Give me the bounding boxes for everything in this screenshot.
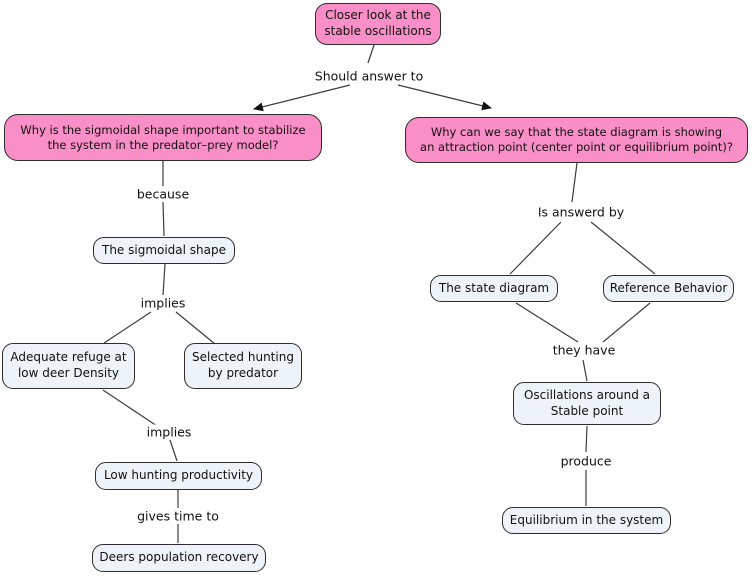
node-reference-behavior[interactable]: Reference Behavior [603, 275, 734, 302]
node-sigmoidal-shape[interactable]: The sigmoidal shape [93, 237, 235, 264]
node-closer-look[interactable]: Closer look at the stable oscillations [315, 3, 441, 45]
connector-line [582, 359, 588, 382]
link-label-implies-1[interactable]: implies [138, 295, 188, 311]
link-label-is-answerd-by[interactable]: Is answerd by [535, 204, 627, 220]
connector-line [602, 302, 651, 343]
node-low-hunting-productivity[interactable]: Low hunting productivity [95, 462, 262, 490]
connector-line [169, 439, 178, 462]
connector-line [103, 311, 152, 344]
connector-line [515, 302, 579, 343]
connector-line [162, 263, 166, 296]
connector-line [585, 425, 588, 453]
node-selected-hunting[interactable]: Selected hunting by predator [184, 343, 302, 389]
node-state-diagram[interactable]: The state diagram [430, 275, 558, 302]
connector-line [367, 44, 375, 64]
connector-line [162, 201, 165, 237]
node-equilibrium-system[interactable]: Equilibrium in the system [502, 507, 671, 534]
node-oscillations-stable-point[interactable]: Oscillations around a Stable point [513, 382, 661, 425]
link-label-produce[interactable]: produce [558, 453, 614, 469]
connector-line [175, 311, 216, 345]
link-label-should-answer-to[interactable]: Should answer to [312, 68, 426, 84]
node-question-sigmoidal[interactable]: Why is the sigmoidal shape important to … [4, 114, 322, 161]
connector-line [509, 221, 562, 275]
connector-arrow-right [397, 84, 492, 111]
connector-line [571, 162, 578, 203]
connector-line [102, 389, 158, 427]
node-adequate-refuge[interactable]: Adequate refuge at low deer Density [2, 343, 135, 389]
link-label-gives-time-to[interactable]: gives time to [135, 508, 221, 524]
node-deers-population-recovery[interactable]: Deers population recovery [92, 544, 266, 572]
connector-line [590, 221, 656, 275]
connector-arrow-left [253, 84, 351, 112]
link-label-implies-2[interactable]: implies [144, 424, 194, 440]
link-label-because[interactable]: because [134, 186, 192, 202]
node-question-attraction-point[interactable]: Why can we say that the state diagram is… [405, 117, 748, 163]
link-label-they-have[interactable]: they have [550, 342, 618, 358]
